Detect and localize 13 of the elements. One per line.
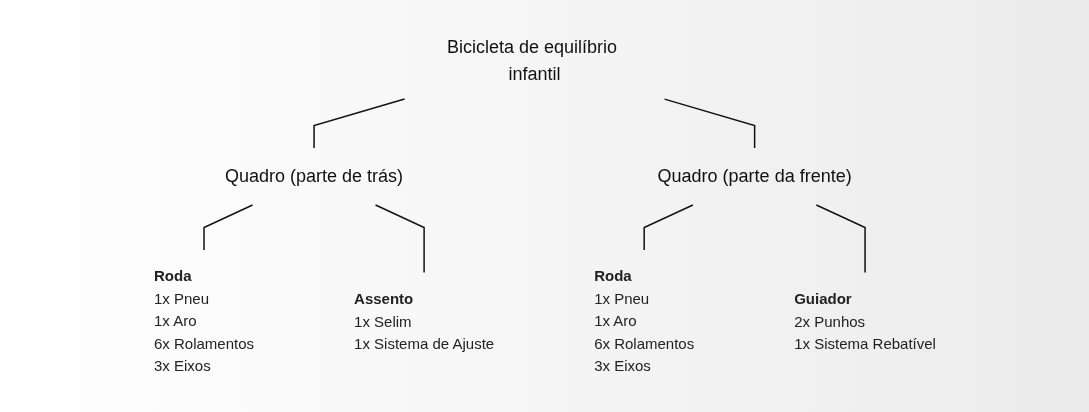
node-text: Guiador 2x Punhos 1x Sistema Rebatível xyxy=(793,289,936,352)
connector xyxy=(642,204,694,251)
node-text: Assento 1x Selim 1x Sistema de Ajuste xyxy=(353,289,494,352)
connector xyxy=(663,98,755,149)
connector xyxy=(374,204,425,274)
node-text: Bicicleta de equilíbrio infantil xyxy=(446,37,617,85)
connector xyxy=(202,204,253,251)
node-text: Quadro (parte da frente) xyxy=(657,166,852,187)
node-text: Roda 1x Pneu 1x Aro 6x Rolamentos 3x Eixos xyxy=(593,267,694,375)
node-text: Roda 1x Pneu 1x Aro 6x Rolamentos 3x Eixos xyxy=(153,267,254,375)
connector xyxy=(312,98,405,149)
connector xyxy=(815,204,866,274)
node-text: Quadro (parte de trás) xyxy=(224,166,403,187)
